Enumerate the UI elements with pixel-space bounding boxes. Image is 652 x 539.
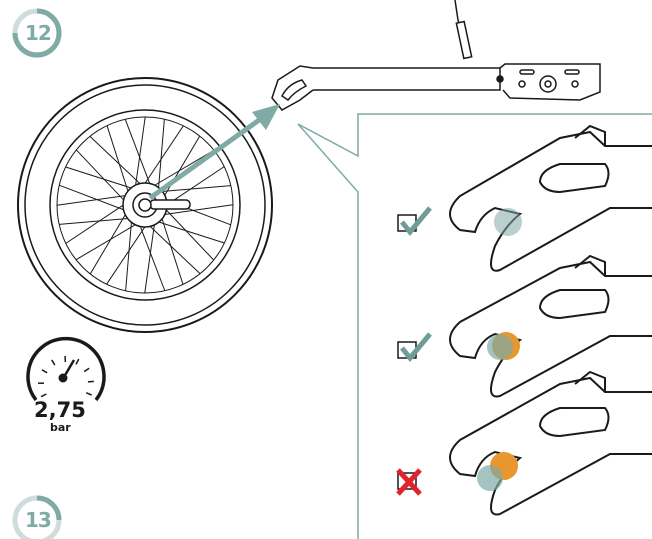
gauge-tick [51, 359, 56, 366]
dropout-detail-1 [449, 124, 652, 272]
step-number-13: 13 [25, 508, 52, 532]
gauge-tick [87, 380, 94, 383]
wheel-spoke [89, 135, 149, 192]
dropout-detail-3 [449, 370, 652, 516]
direction-arrow [148, 104, 280, 201]
pressure-value: 2,75 [34, 398, 86, 422]
checkmark-icon [397, 206, 432, 236]
step-13-badge [12, 495, 62, 539]
axle-marker-2 [487, 334, 513, 360]
step-number-12: 12 [25, 21, 52, 45]
wheel-spoke [125, 211, 133, 291]
gauge-tick [40, 393, 47, 398]
pressure-unit: bar [50, 421, 71, 434]
red-x-icon [396, 468, 422, 496]
wheel-spoke [157, 119, 165, 199]
axle-marker-3 [477, 465, 503, 491]
wheel-spoke [56, 193, 137, 206]
wheel-spoke [151, 185, 231, 193]
detail-callout [297, 113, 652, 539]
gauge-tick [41, 369, 48, 374]
pressure-gauge-icon [26, 336, 106, 402]
wheel-illustration [17, 77, 273, 333]
checkmark-icon [397, 332, 432, 362]
gauge-tick [85, 392, 92, 396]
frame-arm [271, 0, 601, 111]
axle-marker-1 [494, 208, 522, 236]
wheel-spoke [65, 198, 133, 244]
gauge-tick [75, 358, 80, 365]
wheel-spoke [158, 201, 215, 261]
gauge-tick [83, 367, 90, 373]
wheel-spoke [135, 215, 166, 291]
wheel-spoke [144, 149, 215, 192]
step-12-badge [12, 8, 62, 58]
wheel-spoke [141, 218, 201, 275]
wheel-spoke [124, 119, 155, 195]
wheel-spoke [89, 204, 132, 275]
dropout-detail-2 [449, 254, 652, 398]
wheel-spoke [65, 166, 143, 192]
